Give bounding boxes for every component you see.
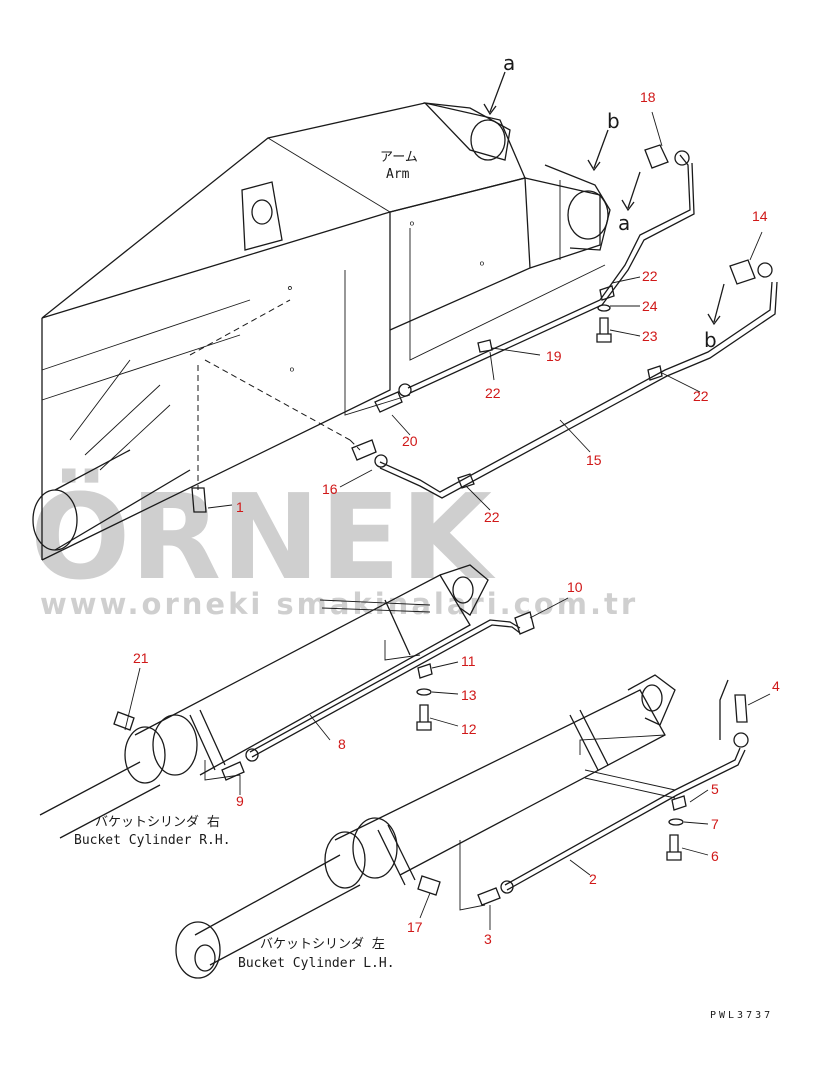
part-number-22d: 22 — [484, 509, 500, 525]
part-number-24: 24 — [642, 298, 658, 314]
part-numbers: 1 2 3 4 5 6 7 8 9 10 11 12 13 14 15 16 1… — [133, 89, 780, 947]
part-number-12: 12 — [461, 721, 477, 737]
arm-hoses — [191, 144, 778, 513]
callout-b-top: b — [607, 109, 620, 133]
part-number-15: 15 — [586, 452, 602, 468]
part-number-7: 7 — [711, 816, 719, 832]
bucket-rh-label-en: Bucket Cylinder R.H. — [74, 833, 231, 848]
part-number-6: 6 — [711, 848, 719, 864]
part-number-9: 9 — [236, 793, 244, 809]
part-number-19: 19 — [546, 348, 562, 364]
callout-a-top: a — [503, 51, 515, 75]
callout-a-right: a — [618, 211, 630, 235]
arm-assembly: ° ᵒ ᵒ ᵒ アーム Arm — [32, 102, 611, 561]
part-number-21: 21 — [133, 650, 149, 666]
part-number-2: 2 — [589, 871, 597, 887]
part-number-1: 1 — [236, 499, 244, 515]
watermark: ÖRNEK www.orneki smakinalari.com.tr — [30, 468, 638, 621]
bucket-lh-label-jp: バケットシリンダ 左 — [260, 937, 385, 952]
svg-text:ᵒ: ᵒ — [288, 365, 296, 380]
part-number-8: 8 — [338, 736, 346, 752]
callout-b-right: b — [704, 328, 717, 352]
watermark-url: www.orneki smakinalari.com.tr — [40, 587, 638, 621]
bucket-lh-label-en: Bucket Cylinder L.H. — [238, 956, 395, 971]
svg-text:°: ° — [286, 285, 294, 300]
part-number-16: 16 — [322, 481, 338, 497]
part-number-22a: 22 — [642, 268, 658, 284]
watermark-logo: ÖRNEK — [30, 468, 497, 606]
bucket-cylinder-lh — [175, 674, 749, 979]
arm-label-en: Arm — [386, 167, 410, 182]
part-number-18: 18 — [640, 89, 656, 105]
part-number-4: 4 — [772, 678, 780, 694]
bucket-rh-label-jp: バケットシリンダ 右 — [95, 815, 220, 830]
part-number-20: 20 — [402, 433, 418, 449]
arm-label-jp: アーム — [380, 150, 418, 165]
part-number-22c: 22 — [693, 388, 709, 404]
part-number-14: 14 — [752, 208, 768, 224]
part-number-5: 5 — [711, 781, 719, 797]
bucket-cylinder-rh — [39, 564, 535, 839]
part-number-23: 23 — [642, 328, 658, 344]
svg-text:ᵒ: ᵒ — [478, 259, 486, 274]
svg-text:ᵒ: ᵒ — [408, 219, 416, 234]
part-number-11: 11 — [461, 653, 476, 669]
drawing-code: PWL3737 — [710, 1010, 773, 1021]
part-number-17: 17 — [407, 919, 423, 935]
part-number-3: 3 — [484, 931, 492, 947]
leader-lines — [124, 111, 771, 930]
callout-arrows: a b a b — [483, 51, 725, 352]
part-number-22b: 22 — [485, 385, 501, 401]
part-number-13: 13 — [461, 687, 477, 703]
part-number-10: 10 — [567, 579, 583, 595]
cylinder-labels: バケットシリンダ 右 Bucket Cylinder R.H. バケットシリンダ… — [74, 815, 395, 971]
